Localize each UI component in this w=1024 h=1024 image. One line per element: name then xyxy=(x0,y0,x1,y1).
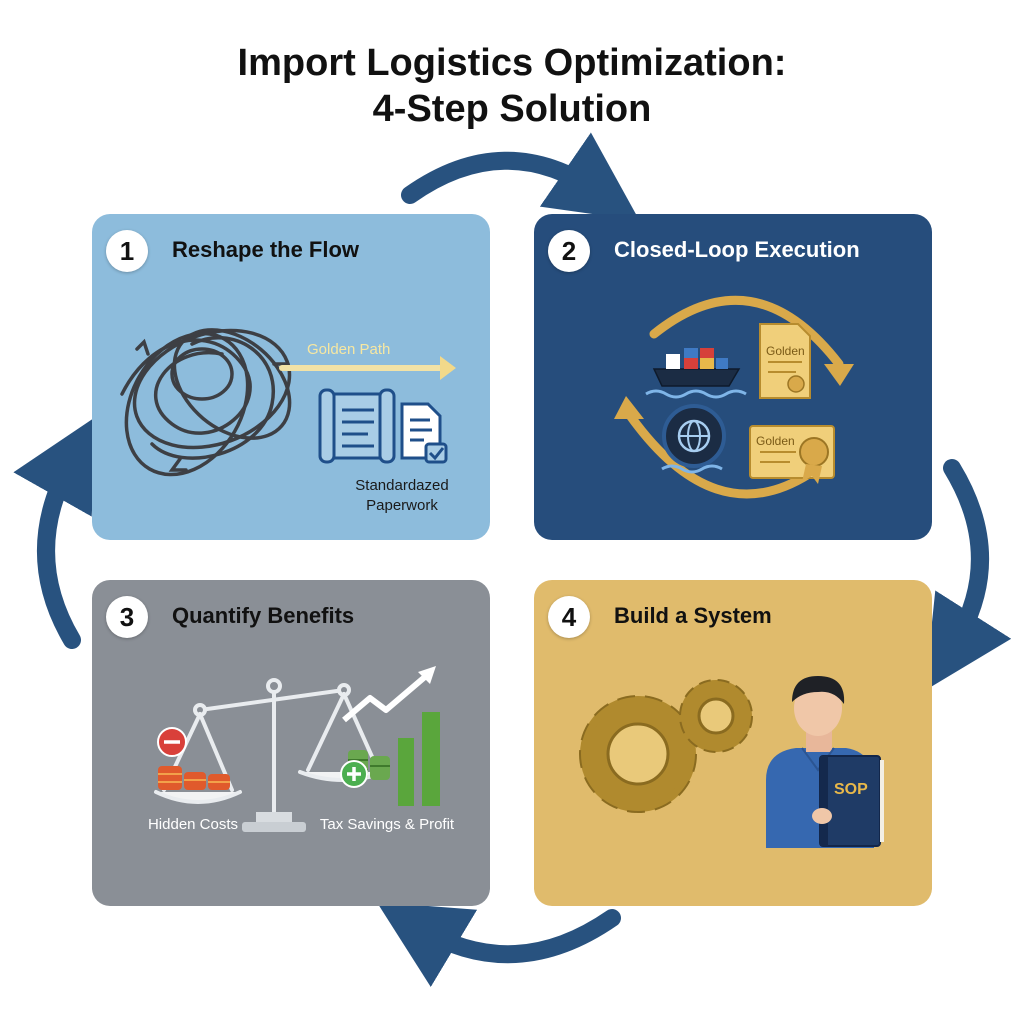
cycle-arrows-icon xyxy=(624,295,844,499)
doc-label-2: Golden xyxy=(756,434,795,448)
step-4-illustration: SOP xyxy=(579,676,884,848)
step-4-number: 4 xyxy=(548,596,590,638)
step-card-4: SOP 4 Build a System xyxy=(534,580,932,906)
hidden-costs-label: Hidden Costs xyxy=(147,816,239,833)
cycle-arrow-right xyxy=(924,459,1012,691)
plus-icon xyxy=(340,760,368,788)
cycle-arrow-top xyxy=(401,132,640,221)
step-4-title: Build a System xyxy=(614,603,772,628)
cycle-arrow-left xyxy=(13,416,97,649)
tax-savings-label: Tax Savings & Profit xyxy=(319,816,455,833)
growth-chart-icon xyxy=(342,666,440,806)
scroll-document-icon xyxy=(318,388,396,464)
golden-certificate-icon xyxy=(749,323,835,484)
title-line-2: 4-Step Solution xyxy=(372,88,652,130)
step-3-number: 3 xyxy=(106,596,148,638)
diagram-title: Import Logistics Optimization: 4-Step So… xyxy=(0,40,1024,132)
step-1-number: 1 xyxy=(106,230,148,272)
step-3-title: Quantify Benefits xyxy=(172,603,355,628)
caption-line-2: Paperwork xyxy=(366,497,438,514)
step-card-3: 3 Quantify Benefits Hidden Costs Tax Sav… xyxy=(92,580,490,906)
sop-label: SOP xyxy=(834,781,868,798)
title-line-1: Import Logistics Optimization: xyxy=(237,42,787,84)
cycle-arrow-bottom xyxy=(376,902,621,987)
checked-document-icon xyxy=(400,402,448,464)
tangled-path-icon xyxy=(120,328,292,477)
step-1-title: Reshape the Flow xyxy=(172,237,360,262)
cargo-ship-icon xyxy=(645,348,747,399)
minus-icon xyxy=(157,727,187,757)
step-3-illustration xyxy=(154,666,440,832)
step-1-caption: Standardazed Paperwork xyxy=(322,476,482,516)
gear-icon xyxy=(579,679,753,813)
step-card-1: Golden Path 1 Reshape the Flow Standarda… xyxy=(92,214,490,540)
step-1-illustration: Golden Path xyxy=(120,328,456,477)
doc-label-1: Golden xyxy=(766,344,805,358)
sop-book-icon xyxy=(812,755,884,847)
cycle-arrow-head-left xyxy=(614,396,644,419)
step-2-number: 2 xyxy=(548,230,590,272)
golden-path-arrow-icon xyxy=(279,356,456,380)
globe-icon xyxy=(661,404,726,474)
cycle-arrow-head-right xyxy=(824,364,854,386)
step-2-title: Closed-Loop Execution xyxy=(614,237,860,262)
step-2-illustration: Golden Golden xyxy=(614,295,854,499)
golden-path-label: Golden Path xyxy=(307,341,390,358)
caption-line-1: Standardazed xyxy=(355,477,449,494)
step-card-2: Golden Golden 2 Closed-Loop Execution xyxy=(534,214,932,540)
